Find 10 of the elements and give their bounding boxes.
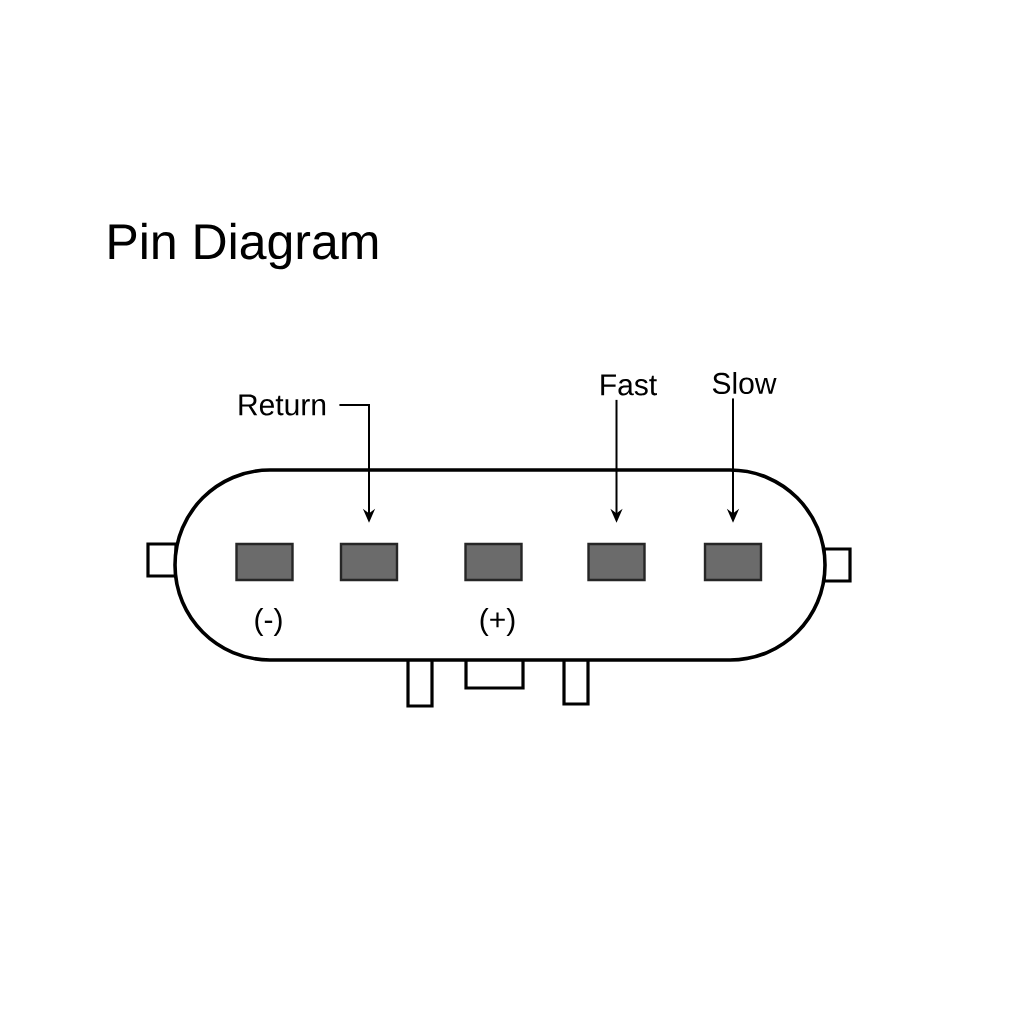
pin-label: Return [239, 394, 326, 416]
pin [703, 542, 763, 582]
polarity-label: (+) [480, 608, 515, 636]
polarity-label: (-) [255, 608, 282, 636]
pin-label: Fast [601, 374, 657, 396]
connector-housing [173, 468, 827, 662]
pin-label: Slow [712, 372, 777, 394]
pin [339, 542, 399, 582]
title: Pin Diagram [109, 222, 378, 270]
pin [587, 542, 646, 582]
